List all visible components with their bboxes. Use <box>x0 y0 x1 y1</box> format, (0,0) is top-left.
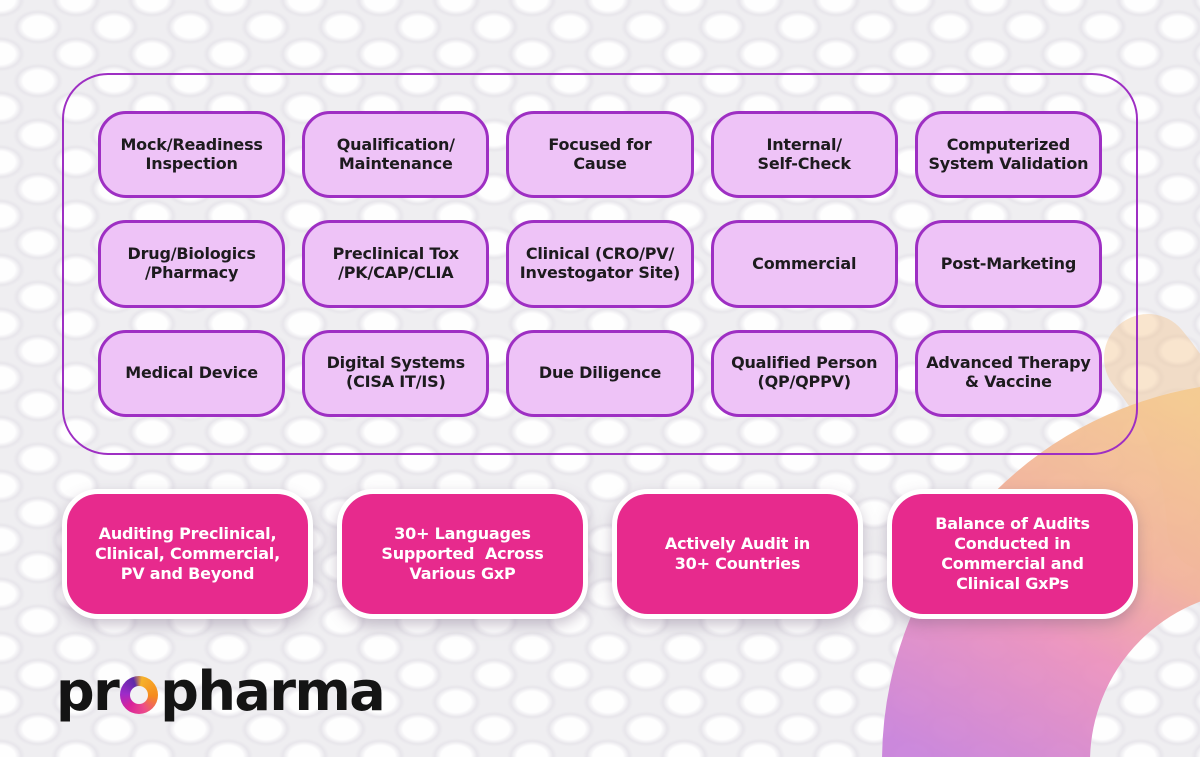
capability-card-mock-readiness: Mock/Readiness Inspection <box>98 111 286 199</box>
capability-card-clinical: Clinical (CRO/PV/ Investogator Site) <box>506 220 694 308</box>
capability-card-qualified-person: Qualified Person (QP/QPPV) <box>710 329 898 417</box>
highlight-card-audit-balance: Balance of Audits Conducted in Commercia… <box>887 489 1138 619</box>
capability-card-focused-for-cause: Focused for Cause <box>506 111 694 199</box>
logo-text-pre: pr <box>56 660 120 723</box>
decorative-arc-faint <box>1104 314 1200 571</box>
highlight-label: Balance of Audits Conducted in Commercia… <box>935 514 1090 593</box>
highlight-label: Actively Audit in 30+ Countries <box>664 534 811 573</box>
capability-label: Digital Systems (CISA IT/IS) <box>326 353 466 392</box>
capability-label: Qualification/ Maintenance <box>336 134 455 173</box>
capability-label: Due Diligence <box>538 362 662 382</box>
highlight-card-languages: 30+ Languages Supported Across Various G… <box>337 489 588 619</box>
capability-card-advanced-therapy: Advanced Therapy & Vaccine <box>914 329 1102 417</box>
capability-card-drug-biologics: Drug/Biologics /Pharmacy <box>98 220 286 308</box>
capability-card-qualification: Qualification/ Maintenance <box>302 111 490 199</box>
capability-label: Medical Device <box>125 362 258 382</box>
capability-card-csv: Computerized System Validation <box>914 111 1102 199</box>
capability-label: Advanced Therapy & Vaccine <box>926 353 1091 392</box>
capability-label: Clinical (CRO/PV/ Investogator Site) <box>519 244 681 282</box>
logo-text-post: pharma <box>160 660 385 723</box>
highlight-label: Auditing Preclinical, Clinical, Commerci… <box>95 524 280 583</box>
highlight-card-auditing-scope: Auditing Preclinical, Clinical, Commerci… <box>62 489 313 619</box>
propharma-logo: pr pharma <box>56 660 386 723</box>
capability-label: Focused for Cause <box>548 134 652 173</box>
capability-card-digital-systems: Digital Systems (CISA IT/IS) <box>302 329 490 417</box>
capability-label: Commercial <box>752 253 857 273</box>
capability-card-commercial: Commercial <box>710 220 898 308</box>
capability-card-medical-device: Medical Device <box>98 329 286 417</box>
audit-capabilities-panel: Mock/Readiness Inspection Qualification/… <box>62 73 1138 455</box>
capability-label: Computerized System Validation <box>928 134 1089 173</box>
capability-card-preclinical-tox: Preclinical Tox /PK/CAP/CLIA <box>302 220 490 308</box>
capability-label: Post-Marketing <box>940 253 1077 273</box>
capability-label: Mock/Readiness Inspection <box>120 134 263 173</box>
capability-label: Preclinical Tox /PK/CAP/CLIA <box>332 244 459 282</box>
capability-label: Drug/Biologics /Pharmacy <box>127 244 256 282</box>
capability-label: Qualified Person (QP/QPPV) <box>731 353 878 392</box>
capability-label: Internal/ Self-Check <box>757 134 851 173</box>
capability-card-post-marketing: Post-Marketing <box>914 220 1102 308</box>
capability-card-internal-self-check: Internal/ Self-Check <box>710 111 898 199</box>
highlight-stats-row: Auditing Preclinical, Clinical, Commerci… <box>62 489 1138 619</box>
highlight-card-countries: Actively Audit in 30+ Countries <box>612 489 863 619</box>
logo-o-swirl-icon <box>120 675 159 714</box>
capability-card-due-diligence: Due Diligence <box>506 329 694 417</box>
highlight-label: 30+ Languages Supported Across Various G… <box>381 524 544 583</box>
